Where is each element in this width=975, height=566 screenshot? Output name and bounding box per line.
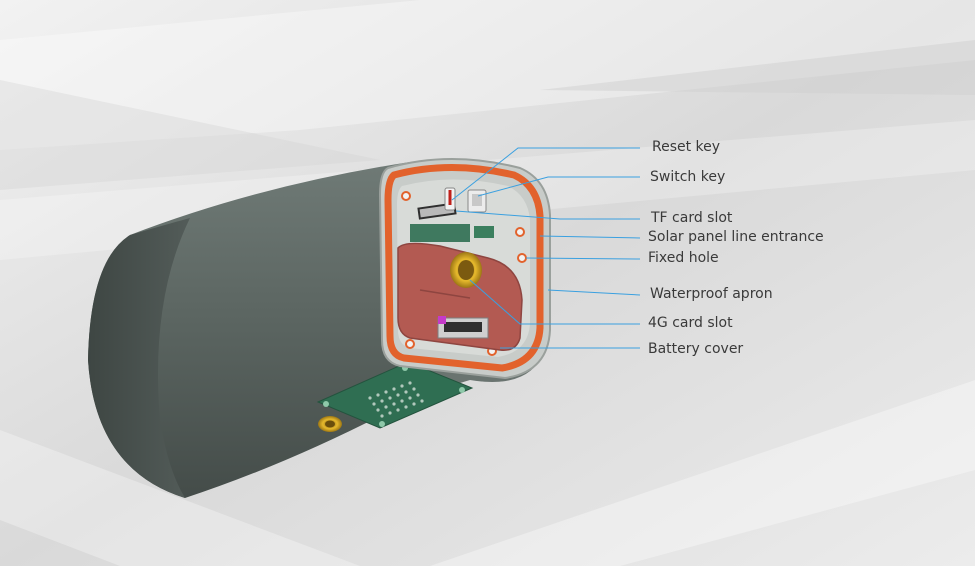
leader-line-switch-key	[477, 176, 640, 197]
leader-line-4g-card-slot	[469, 279, 640, 325]
leader-lines	[451, 147, 641, 349]
leader-line-tf-card-slot	[455, 210, 640, 220]
leader-line-reset-key	[451, 147, 640, 201]
leader-line-solar-panel	[539, 235, 641, 239]
label-switch-key: Switch key	[650, 169, 726, 185]
bottom-pcb	[316, 361, 474, 432]
label-tf-card-slot: TF card slot	[651, 210, 733, 226]
battery-cover-shape	[397, 242, 523, 351]
label-fixed-hole: Fixed hole	[648, 250, 719, 266]
label-solar-panel-line-entrance: Solar panel line entrance	[648, 229, 824, 245]
leader-line-fixed-hole	[525, 257, 641, 260]
label-4g-card-slot: 4G card slot	[648, 315, 733, 331]
label-battery-cover: Battery cover	[648, 341, 744, 357]
label-reset-key: Reset key	[652, 139, 721, 155]
leader-line-waterproof-apron	[547, 289, 641, 296]
label-waterproof-apron: Waterproof apron	[650, 286, 773, 302]
